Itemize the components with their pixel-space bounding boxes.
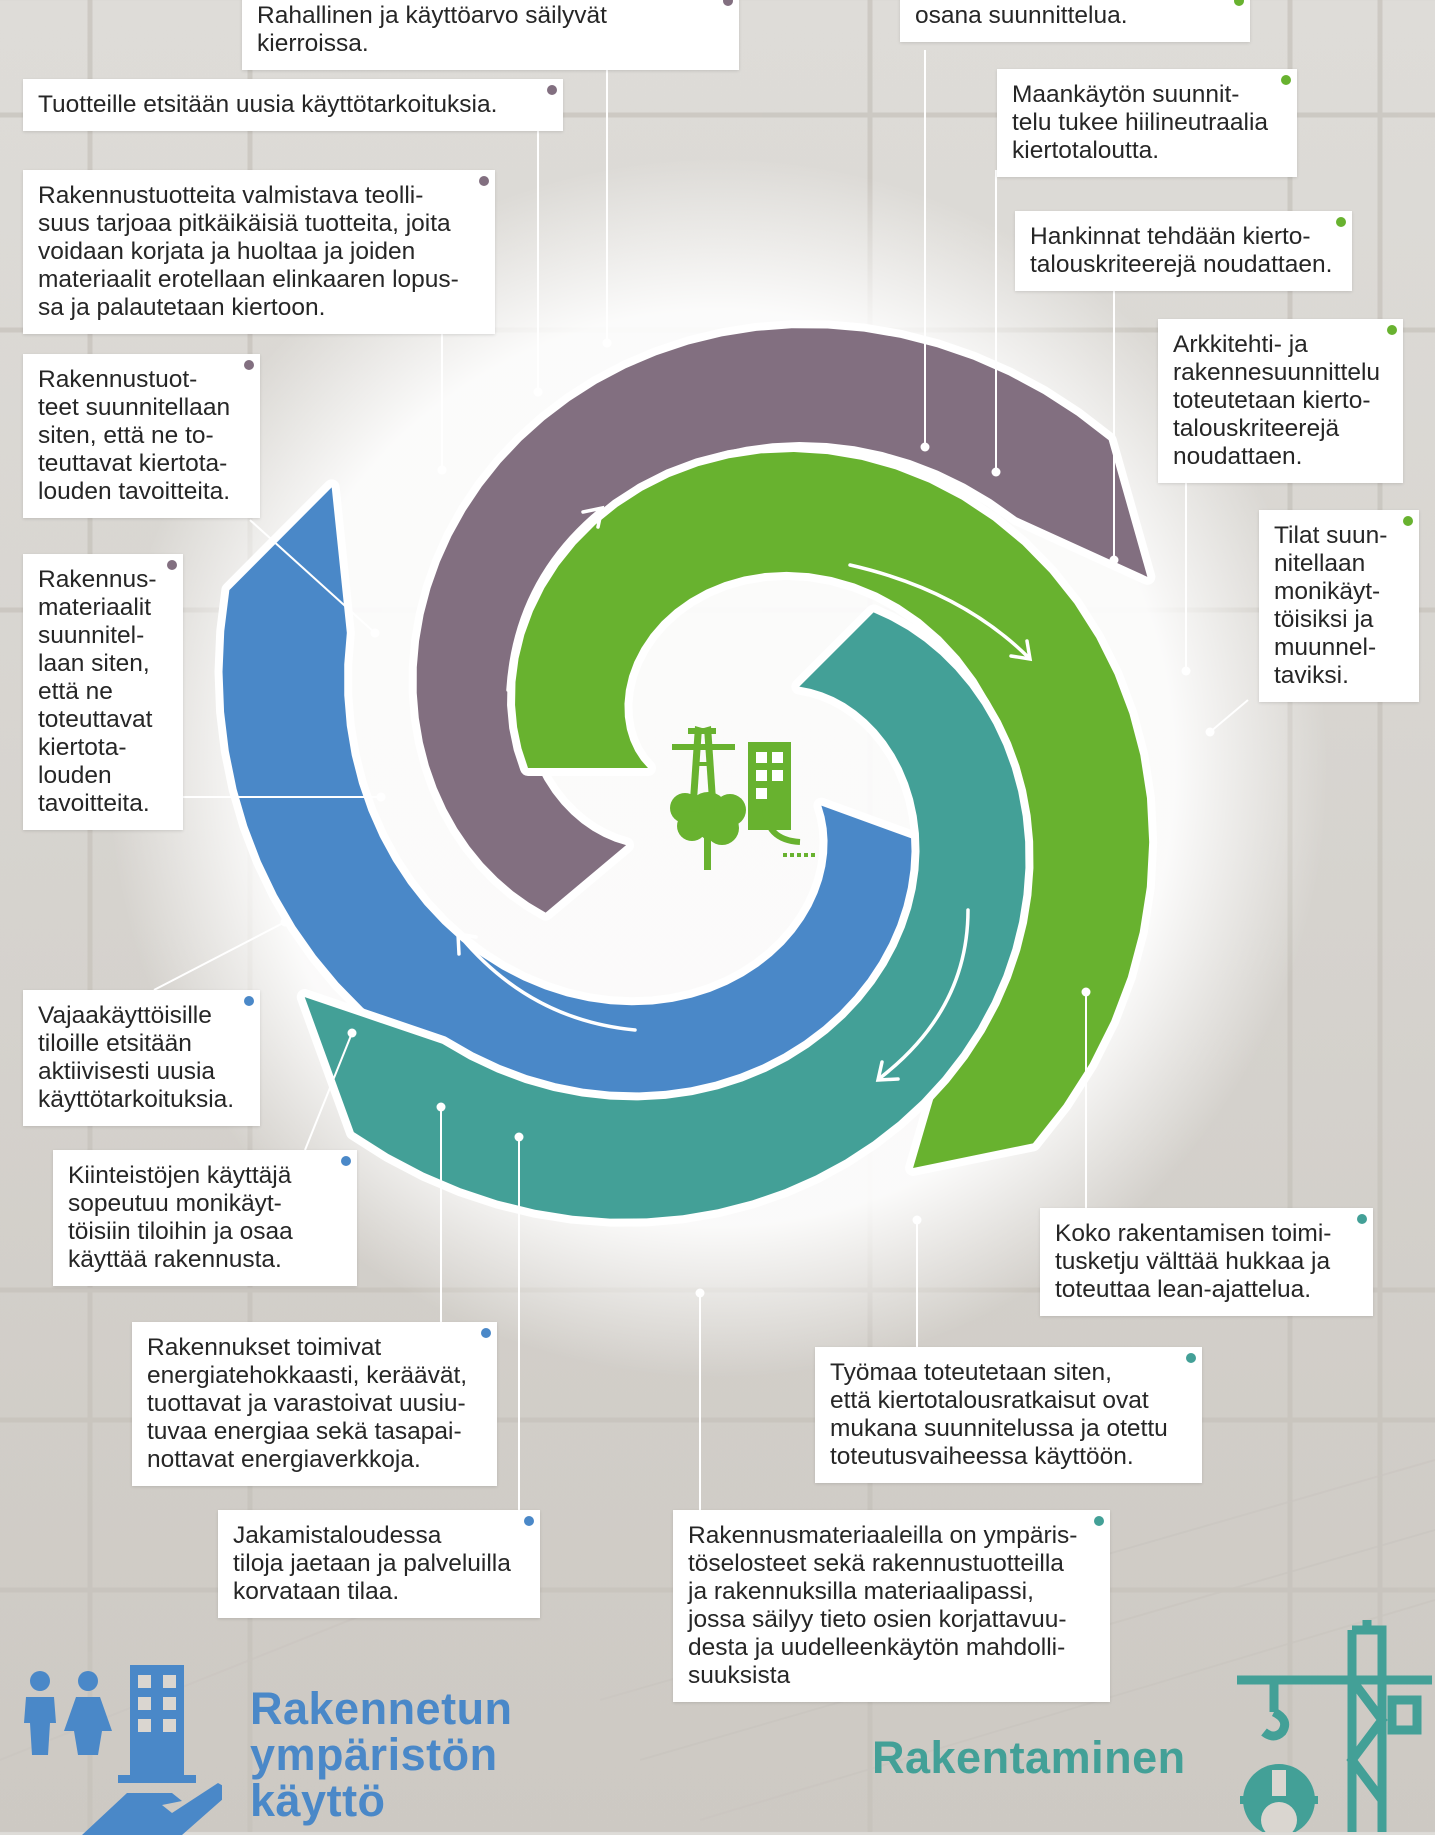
category-dot xyxy=(341,1156,351,1166)
label-text: osana suunnittelua. xyxy=(915,2,1128,29)
leader-dot xyxy=(347,1028,357,1038)
leader-line xyxy=(1209,699,1249,733)
label-text: Rakennusmateriaaleilla on ympäris- tösel… xyxy=(688,1522,1078,1689)
label-text: Tilat suun- nitellaan monikäyt- töisiksi… xyxy=(1274,522,1388,689)
leader-dot xyxy=(280,917,290,927)
label-box: Arkkitehti- ja rakennesuunnittelu toteut… xyxy=(1158,319,1403,483)
flow-arrow-3 xyxy=(878,908,970,1080)
leader-dot xyxy=(912,1215,922,1225)
label-box: Hankinnat tehdään kierto- talouskriteere… xyxy=(1015,211,1352,291)
leader-dot xyxy=(991,467,1001,477)
label-box: Rahallinen ja käyttöarvo säilyvät kierro… xyxy=(242,0,739,70)
category-dot xyxy=(1281,75,1291,85)
category-dot xyxy=(1387,325,1397,335)
label-box: Kiinteistöjen käyttäjä sopeutuu monikäyt… xyxy=(53,1150,357,1286)
flow-arrow-1 xyxy=(506,508,602,692)
flow-arrow-2-head xyxy=(1009,639,1033,662)
arm-teal-construction xyxy=(296,604,1034,1227)
leader-dot xyxy=(1205,727,1215,737)
leader-line xyxy=(304,1032,353,1151)
people-building-hand-icon xyxy=(24,1665,222,1835)
label-box: Rakennustuotteita valmistava teolli- suu… xyxy=(23,170,495,334)
crane-worker-icon xyxy=(1237,1620,1432,1832)
category-dot xyxy=(1336,217,1346,227)
label-text: Maankäytön suunnit- telu tukee hiilineut… xyxy=(1012,81,1269,164)
category-dot xyxy=(723,0,733,6)
label-box: Vajaakäyttöisille tiloille etsitään akti… xyxy=(23,990,260,1126)
label-text: Arkkitehti- ja rakennesuunnittelu toteut… xyxy=(1173,331,1381,470)
label-box: Tuotteille etsitään uusia käyttötarkoitu… xyxy=(23,79,563,131)
leader-dot xyxy=(920,442,930,452)
leader-dot xyxy=(1109,555,1119,565)
leader-dot xyxy=(437,465,447,475)
flow-arrow-1-head xyxy=(581,505,605,529)
category-dot xyxy=(244,996,254,1006)
leader-dot xyxy=(1081,987,1091,997)
flow-arrow-2 xyxy=(848,563,1030,659)
flow-arrows xyxy=(456,505,1033,1082)
label-box: Rakennusmateriaaleilla on ympäris- tösel… xyxy=(673,1510,1110,1702)
category-dot xyxy=(1186,1353,1196,1363)
label-text: Jakamistaloudessa tiloja jaetaan ja palv… xyxy=(233,1522,511,1605)
label-text: Rakennustuotteita valmistava teolli- suu… xyxy=(38,182,459,321)
label-box: Koko rakentamisen toimi- tusketju välttä… xyxy=(1040,1208,1373,1316)
label-box: Rakennus- materiaalit suunnitel- laan si… xyxy=(23,554,183,830)
label-text: Tuotteille etsitään uusia käyttötarkoitu… xyxy=(38,91,498,118)
category-dot xyxy=(167,560,177,570)
leader-dot xyxy=(1181,666,1191,676)
leader-dot xyxy=(436,1102,446,1112)
leader-dot xyxy=(514,1132,524,1142)
leader-line xyxy=(153,921,286,991)
category-dot xyxy=(1094,1516,1104,1526)
label-text: Vajaakäyttöisille tiloille etsitään akti… xyxy=(38,1002,235,1113)
category-dot xyxy=(1403,516,1413,526)
category-dot xyxy=(1234,0,1244,6)
label-text: Rakennukset toimivat energiatehokkaasti,… xyxy=(147,1334,468,1473)
label-box: osana suunnittelua. xyxy=(900,0,1250,42)
leader-dot xyxy=(602,338,612,348)
label-box: Jakamistaloudessa tiloja jaetaan ja palv… xyxy=(218,1510,540,1618)
label-box: Maankäytön suunnit- telu tukee hiilineut… xyxy=(997,69,1297,177)
leader-dot xyxy=(370,628,380,638)
label-box: Rakennustuot- teet suunnitellaan siten, … xyxy=(23,354,260,518)
category-dot xyxy=(1357,1214,1367,1224)
label-text: Koko rakentamisen toimi- tusketju välttä… xyxy=(1055,1220,1332,1303)
label-text: Työmaa toteutetaan siten, että kiertotal… xyxy=(830,1359,1168,1470)
category-dot xyxy=(479,176,489,186)
leader-dot xyxy=(695,1288,705,1298)
label-box: Rakennukset toimivat energiatehokkaasti,… xyxy=(132,1322,497,1486)
label-box: Työmaa toteutetaan siten, että kiertotal… xyxy=(815,1347,1202,1483)
label-text: Rakennustuot- teet suunnitellaan siten, … xyxy=(38,366,231,505)
leader-dot xyxy=(376,792,386,802)
flow-arrow-3-head xyxy=(875,1060,900,1082)
flow-arrow-4 xyxy=(458,934,637,1032)
infrastructure-tree-building-icon xyxy=(670,726,815,870)
category-dot xyxy=(524,1516,534,1526)
label-text: Rahallinen ja käyttöarvo säilyvät kierro… xyxy=(257,2,607,57)
footer-title-construction: Rakentaminen xyxy=(872,1732,1186,1783)
category-dot xyxy=(481,1328,491,1338)
label-text: Hankinnat tehdään kierto- talouskriteere… xyxy=(1030,223,1333,278)
leader-dot xyxy=(533,387,543,397)
label-text: Kiinteistöjen käyttäjä sopeutuu monikäyt… xyxy=(68,1162,293,1273)
flow-arrow-4-head xyxy=(456,931,478,956)
leader-line xyxy=(249,519,376,634)
category-dot xyxy=(244,360,254,370)
label-text: Rakennus- materiaalit suunnitel- laan si… xyxy=(38,566,157,817)
label-box: Tilat suun- nitellaan monikäyt- töisiksi… xyxy=(1259,510,1419,702)
category-dot xyxy=(547,85,557,95)
footer-title-built-environment-use: Rakennetun ympäristön käyttö xyxy=(250,1683,513,1826)
